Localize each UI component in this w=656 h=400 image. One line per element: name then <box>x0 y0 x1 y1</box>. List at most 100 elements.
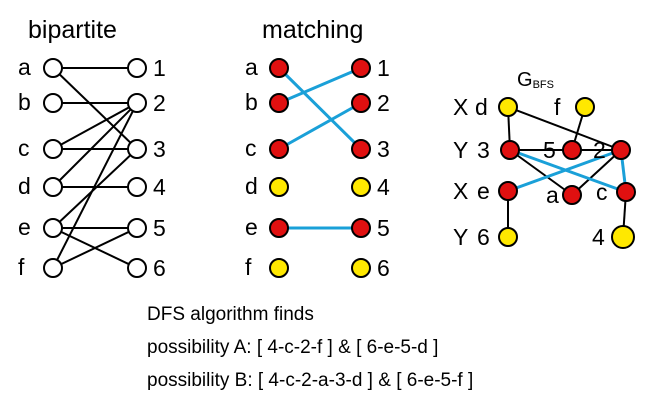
gbfs-title-subscript: BFS <box>533 79 554 91</box>
matching-label-c: c <box>245 135 257 161</box>
gbfs-node-5 <box>562 140 582 160</box>
bipartite-node-a <box>43 58 63 78</box>
matching-edge-b-1 <box>278 66 362 105</box>
gbfs-matched-edge-n2-e <box>507 148 622 193</box>
bipartite-edge-e-6 <box>52 227 138 269</box>
matching-node-6 <box>351 258 371 278</box>
gbfs-node-label-f: f <box>554 94 561 120</box>
bipartite-node-1 <box>127 58 147 78</box>
gbfs-node-label-6: 6 <box>477 224 490 250</box>
matching-label-6: 6 <box>377 255 390 281</box>
bipartite-label-c: c <box>18 135 30 161</box>
matching-nodes <box>269 58 371 278</box>
bipartite-edge-c-2 <box>52 102 138 150</box>
gbfs-node-label-2: 2 <box>593 137 606 163</box>
bipartite-label-2: 2 <box>153 90 166 116</box>
matching-node-f <box>269 258 289 278</box>
matching-label-4: 4 <box>377 174 390 200</box>
bipartite-node-e <box>43 218 63 238</box>
bipartite-label-1: 1 <box>153 55 166 81</box>
gbfs-edge-d-n2 <box>507 106 622 151</box>
matching-label-3: 3 <box>377 136 390 162</box>
matching-node-b <box>269 93 289 113</box>
bipartite-node-f <box>43 258 63 278</box>
gbfs-title-main: G <box>517 69 533 91</box>
matching-node-a <box>269 58 289 78</box>
gbfs-node-label-c: c <box>596 179 608 205</box>
gbfs-node-6 <box>498 227 518 247</box>
caption-line-1: DFS algorithm finds <box>147 304 314 325</box>
gbfs-row-tag: X <box>453 94 468 120</box>
gbfs-matched-edge-n3-c <box>509 148 627 194</box>
matching-node-d <box>269 177 289 197</box>
gbfs-edge-a-n2 <box>571 149 622 196</box>
matching-node-4 <box>351 177 371 197</box>
gbfs-node-2 <box>611 140 631 160</box>
gbfs-node-label-e: e <box>477 178 490 204</box>
caption-line-3: possibility B: [ 4-c-2-a-3-d ] & [ 6-e-5… <box>147 370 473 391</box>
bipartite-label-5: 5 <box>153 215 166 241</box>
bipartite-node-d <box>43 177 63 197</box>
gbfs-title: GBFS <box>517 69 554 91</box>
matching-label-d: d <box>245 173 258 199</box>
gbfs-edges <box>507 106 628 238</box>
matching-label-5: 5 <box>377 215 390 241</box>
gbfs-row-tag: Y <box>453 137 468 163</box>
matching-node-c <box>269 139 289 159</box>
bipartite-edge-d-2 <box>52 102 138 188</box>
bipartite-label-a: a <box>18 54 31 80</box>
matching-edges <box>277 66 363 230</box>
bipartite-label-e: e <box>18 214 31 240</box>
matching-edge-c-2 <box>278 101 362 151</box>
gbfs-node-label-d: d <box>475 94 488 120</box>
matching-label-e: e <box>245 214 258 240</box>
bipartite-edge-a-3 <box>52 67 138 150</box>
matching-node-3 <box>351 139 371 159</box>
gbfs-node-a <box>562 185 582 205</box>
matching-node-1 <box>351 58 371 78</box>
bipartite-node-3 <box>127 139 147 159</box>
bipartite-edges <box>52 67 138 269</box>
bipartite-node-b <box>43 93 63 113</box>
caption: DFS algorithm finds possibility A: [ 4-c… <box>147 304 473 391</box>
gbfs-row-tag: X <box>453 178 468 204</box>
gbfs-node-f <box>575 97 595 117</box>
matching-label-a: a <box>245 54 258 80</box>
matching-node-5 <box>351 218 371 238</box>
bipartite-label-b: b <box>18 89 31 115</box>
matching-edge-a-3 <box>277 66 363 151</box>
matching-node-e <box>269 218 289 238</box>
gbfs-node-d <box>498 97 518 117</box>
bipartite-label-d: d <box>18 173 31 199</box>
bipartite-label-f: f <box>18 254 25 280</box>
bipartite-node-c <box>43 139 63 159</box>
bipartite-edge-e-3 <box>52 148 138 229</box>
bipartite-nodes <box>43 58 147 278</box>
gbfs-node-e <box>498 181 518 201</box>
gbfs-node-label-4: 4 <box>592 224 605 250</box>
bipartite-edge-f-2 <box>52 102 138 269</box>
caption-line-2: possibility A: [ 4-c-2-f ] & [ 6-e-5-d ] <box>147 337 438 358</box>
matching-node-2 <box>351 93 371 113</box>
bipartite-node-5 <box>127 218 147 238</box>
bipartite-label-6: 6 <box>153 255 166 281</box>
bipartite-label-4: 4 <box>153 174 166 200</box>
gbfs-node-label-5: 5 <box>543 137 556 163</box>
matching-label-b: b <box>245 89 258 115</box>
matching-label-2: 2 <box>377 90 390 116</box>
bipartite-node-4 <box>127 177 147 197</box>
bipartite-node-2 <box>127 93 147 113</box>
gbfs-node-3 <box>500 140 520 160</box>
gbfs-nodes <box>498 97 636 249</box>
matching-label-f: f <box>245 254 252 280</box>
bipartite-node-6 <box>127 258 147 278</box>
gbfs-node-c <box>616 182 636 202</box>
gbfs-node-4 <box>611 225 635 249</box>
